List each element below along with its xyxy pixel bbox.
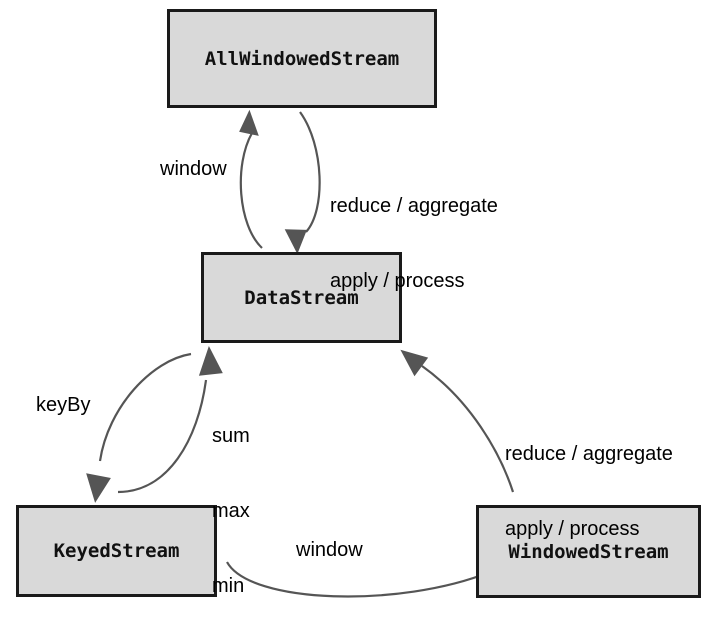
edge-label-line-3: min [212, 575, 245, 597]
edge-label-line-1: sum [212, 425, 250, 447]
edge-windowedstream-to-datastream [400, 349, 515, 493]
edge-datastream-to-allwindowedstream [239, 109, 263, 249]
edge-label-line-2: apply / process [505, 518, 640, 540]
edge-label-window-top: window [160, 158, 227, 180]
node-datastream[interactable]: DataStream [201, 252, 402, 343]
edge-label-keyedstream-to-datastream: sum max min reduce [212, 374, 273, 624]
node-keyedstream-label: KeyedStream [53, 540, 180, 562]
edge-label-line-2: max [212, 500, 250, 522]
edge-label-line-2: apply / process [330, 270, 465, 292]
edge-keyedstream-to-datastream [117, 346, 223, 494]
node-allwindowedstream-label: AllWindowedStream [204, 47, 400, 70]
node-keyedstream[interactable]: KeyedStream [16, 505, 217, 597]
node-allwindowedstream[interactable]: AllWindowedStream [167, 9, 437, 108]
edge-label-line-1: reduce / aggregate [505, 443, 673, 465]
node-datastream-label: DataStream [244, 286, 359, 309]
edge-allwindowedstream-to-datastream [284, 111, 321, 255]
edge-label-allwindowedstream-to-datastream: reduce / aggregate apply / process [330, 144, 498, 344]
node-windowedstream[interactable]: WindowedStream [476, 505, 701, 598]
edge-label-line-1: reduce / aggregate [330, 195, 498, 217]
edge-label-keyby: keyBy [36, 394, 91, 416]
edge-label-windowedstream-to-datastream: reduce / aggregate apply / process [505, 392, 673, 592]
edge-datastream-to-keyedstream [86, 352, 192, 503]
edge-label-window-bottom: window [296, 539, 363, 561]
node-windowedstream-label: WindowedStream [508, 540, 669, 563]
